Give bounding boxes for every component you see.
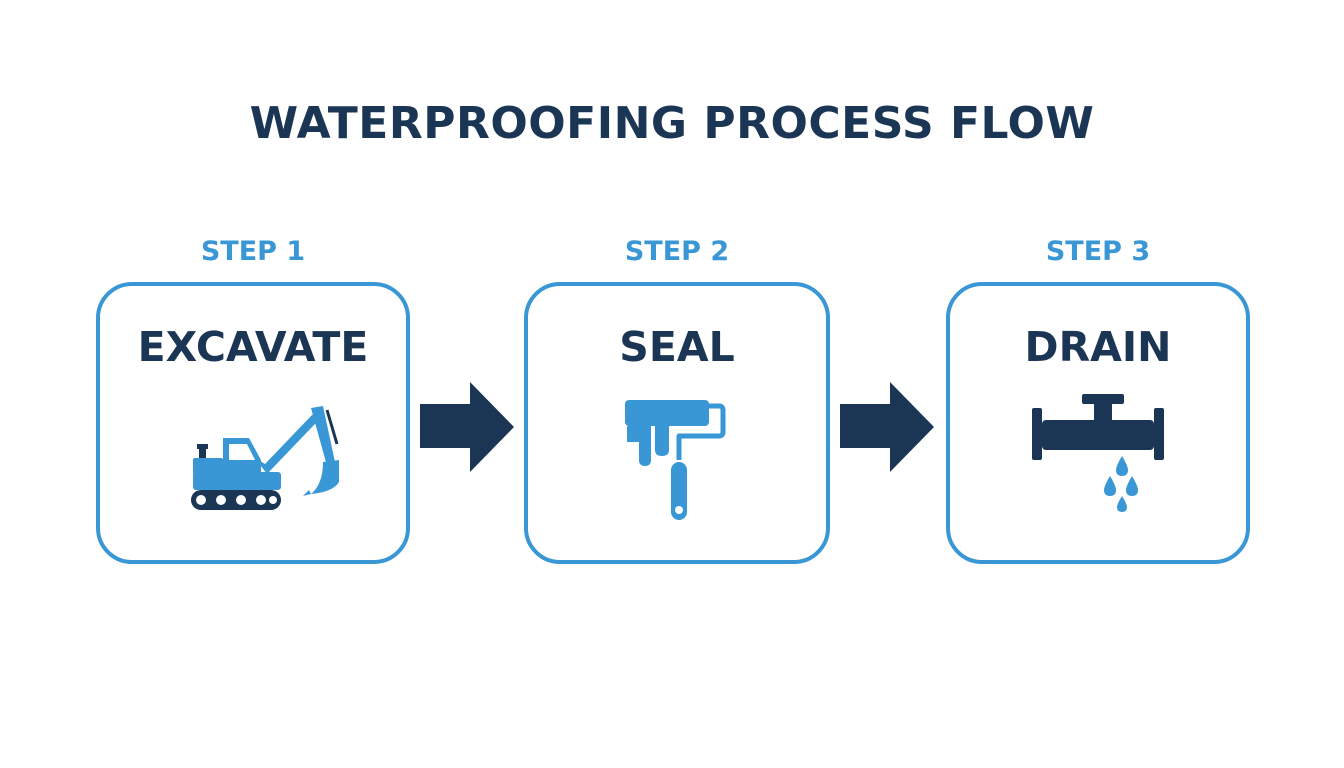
paint-roller-icon	[528, 394, 826, 534]
step-3-label: STEP 3	[1045, 236, 1151, 267]
step-1-label: STEP 1	[200, 236, 306, 267]
arrow-right-icon	[840, 382, 934, 472]
step-2-label: STEP 2	[624, 236, 730, 267]
diagram-title: WATERPROOFING PROCESS FLOW	[249, 98, 1095, 149]
excavator-icon	[100, 394, 406, 534]
arrow-right-icon	[420, 382, 514, 472]
step-2-card: SEAL	[524, 282, 830, 564]
step-3-card: DRAIN	[946, 282, 1250, 564]
step-1-title: EXCAVATE	[137, 323, 369, 371]
pipe-drain-icon	[950, 394, 1246, 534]
step-2-title: SEAL	[619, 323, 735, 371]
step-3-title: DRAIN	[1024, 323, 1172, 371]
step-1-card: EXCAVATE	[96, 282, 410, 564]
